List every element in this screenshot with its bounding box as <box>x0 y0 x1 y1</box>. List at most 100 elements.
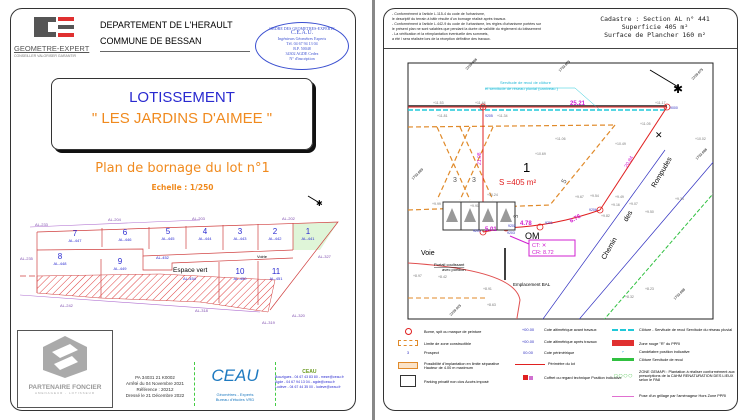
ceau-contacts: CEAU Bouzigues - 04 67 43 83 80 - meze@c… <box>275 370 344 390</box>
elevation-value: +8.42 <box>438 275 447 279</box>
cadastre-info: Cadastre : Section AL n° 441 Superficie … <box>595 15 715 39</box>
ct-cr-box <box>528 239 576 257</box>
superficie: Superficie 405 m² <box>621 23 689 31</box>
legend-label: Candélabre position indicative <box>639 350 690 354</box>
lot-plan: ✱ ✕ Servitude de recul de clôture et ser… <box>407 58 714 320</box>
right-page-frame <box>383 8 738 411</box>
header-department: DEPARTEMENT DE L'HERAULT <box>100 20 233 30</box>
lot-ref: AL-442 <box>268 236 282 241</box>
title-box: LOTISSEMENT " LES JARDINS D'AIMEE " <box>51 78 313 150</box>
elevation-value: +11.06 <box>555 137 566 141</box>
legend-item: 00.00 Cote périmétrique <box>515 351 633 356</box>
contact-line: Agde - 04 67 94 13 04 - agde@ceau.fr <box>275 380 335 384</box>
ceau-stamp: ORDRE DES GEOMETRES-EXPERTS C.E.A.U. Ing… <box>255 22 349 70</box>
point-id: 9203 <box>507 231 515 235</box>
header-rule <box>100 51 250 52</box>
elevation-value: +9.34 <box>675 197 684 201</box>
legend-item: Possibilité d'implantation en limite sép… <box>395 362 513 370</box>
legend-item: Pose d'un grillage par l'aménageur Hors … <box>610 394 735 398</box>
partner-tagline: AMENAGEUR - LOTISSEUR <box>34 391 95 395</box>
lot-ref: AL-445 <box>161 236 175 241</box>
ceau-caption2: Bureau d'études VRD <box>215 397 255 402</box>
lot-ref: AL-448 <box>53 261 67 266</box>
elevation-value: +9.49 <box>615 195 624 199</box>
om-label: OM <box>525 231 540 241</box>
legend-label: Cote périmétrique <box>544 351 575 355</box>
permit-date: Dressé le 21 Décembre 2022 <box>125 393 185 398</box>
neighbor-parcel: AL-242 <box>60 303 73 308</box>
point-id: 9205 <box>485 114 493 118</box>
surface-plancher: Surface de Plancher 160 m² <box>604 31 706 39</box>
point-id: 9202 <box>508 224 516 228</box>
stamp-line4: 34302 AGDE Cedex <box>285 51 319 56</box>
legend-item: Zone rouge "R" du PPRI <box>610 340 735 347</box>
lot-number: 5 <box>165 227 171 236</box>
perimeter-dim-icon: 00.00 <box>515 351 541 355</box>
elevation-value: +11.17 <box>655 101 666 105</box>
header-divider <box>384 48 737 49</box>
legend-item: ○○○○ZONE GEMAPI : Plantation à réaliser … <box>610 370 735 382</box>
prospect-icon: 3 <box>395 351 421 355</box>
legend-label: Périmètre du lot <box>548 362 575 366</box>
stamp-line3: B.P. 50048 <box>293 46 311 51</box>
green-space-label: Espace vert <box>173 267 208 274</box>
legend-item: Périmètre du lot <box>515 362 633 366</box>
legend-label: Coffret ou regard technique Position ind… <box>544 376 622 380</box>
ceau-logo-text: CEAU <box>211 366 259 385</box>
fence-icon <box>610 358 636 362</box>
elevation-value: +8.97 <box>413 274 422 278</box>
note-line: - Conformément à l'article L.115-4 du co… <box>392 12 485 16</box>
lot-number: 7 <box>72 229 78 238</box>
neighbor-parcel: AL-327 <box>318 254 331 259</box>
voie-label: Voie <box>421 250 435 257</box>
lot-ref: AL-451 <box>269 276 283 281</box>
cadastre-section: Cadastre : Section AL n° 441 <box>600 15 710 23</box>
servitude-label1: Servitude de recul de clôture <box>500 80 552 85</box>
ct-label: CT: ✕ <box>532 243 547 249</box>
stamp-bottom: N° d'inscription <box>289 56 315 61</box>
point-id: 9201 <box>545 221 553 225</box>
neighbor-parcel: AL-320 <box>292 313 305 318</box>
elevation-value: +9.50 <box>645 210 654 214</box>
svg-text:✕: ✕ <box>655 130 663 140</box>
legend-symbol: 3 <box>406 350 410 355</box>
dim-left: 21.08 <box>477 152 483 165</box>
geometre-expert-logo <box>34 17 74 37</box>
elevation-value: +9.99 <box>432 202 441 206</box>
title-lotissement: LOTISSEMENT <box>129 89 235 106</box>
flood-zone-hatch <box>36 273 276 313</box>
dim-bottom1: 5.01 <box>485 227 497 233</box>
elevation-value: +9.67 <box>575 195 584 199</box>
legend-symbol: 00.00 <box>522 350 533 355</box>
boundary-marker-icon <box>395 328 421 336</box>
legend-item: Parking privatif non clos Accès imposé <box>395 375 513 388</box>
lot-number: 11 <box>271 267 281 276</box>
lot-1-highlight <box>293 222 338 250</box>
elevation-value: +8.23 <box>645 287 654 291</box>
candelabra-icon: ⌐ <box>621 349 625 354</box>
legend-item: Limite de zone constructible <box>395 340 513 347</box>
north-arrow-icon: ✱ <box>307 195 323 208</box>
elevation-value: +8.91 <box>483 287 492 291</box>
header-commune: COMMUNE DE BESSAN <box>100 36 202 46</box>
lot-ref: AL-447 <box>68 238 82 243</box>
legend-label: Possibilité d'implantation en limite sép… <box>424 362 500 370</box>
elevation-value: +11.53 <box>433 101 444 105</box>
dim-right: 20.84 <box>624 155 636 169</box>
page-separator <box>372 0 375 420</box>
lot-perimeter-icon <box>515 362 545 366</box>
lot-ref: AL-441 <box>301 236 315 241</box>
stamp-name: C.E.A.U. <box>290 30 314 36</box>
stamp-line1: Ingénieurs Géomètres Experts <box>277 36 327 41</box>
note-line: le descriptif du terrain à bâtir résulte… <box>392 17 507 21</box>
subdivision-map: ✱ <box>19 195 339 313</box>
